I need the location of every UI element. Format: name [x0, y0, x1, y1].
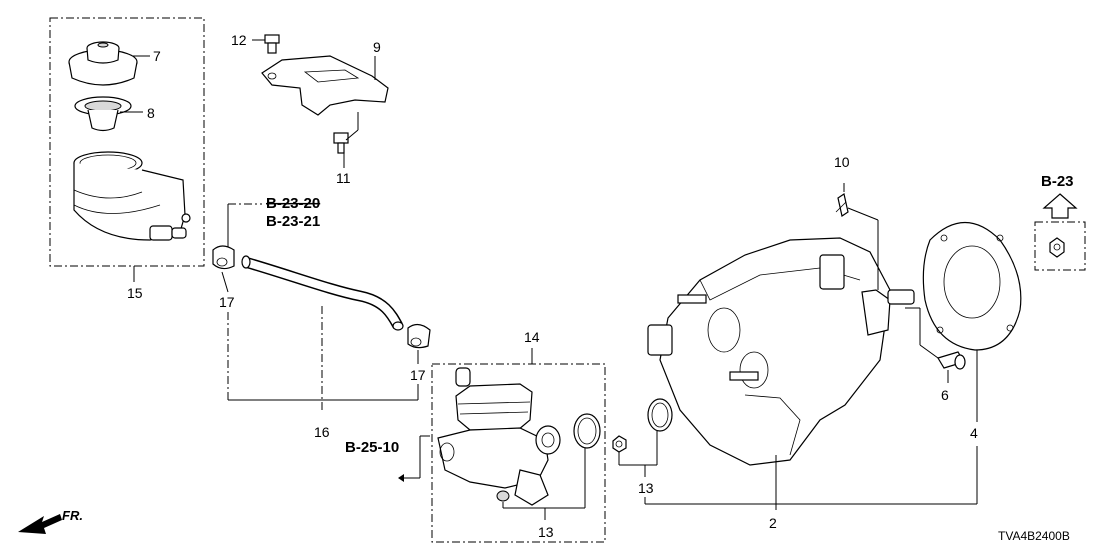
clevis-pin-6: [937, 351, 966, 370]
clip-17-lower: [407, 323, 431, 349]
hose-16: [241, 255, 404, 331]
reference-b-23-20[interactable]: B-23-20: [266, 195, 320, 212]
callout-12: 12: [231, 32, 247, 48]
callout-8: 8: [147, 105, 155, 121]
callout-11: 11: [336, 170, 351, 186]
diagram-part-code: TVA4B2400B: [998, 529, 1070, 543]
bolt-12: [264, 34, 280, 54]
brake-booster: [647, 237, 915, 466]
front-direction-arrow: FR.: [18, 508, 83, 534]
callout-6: 6: [941, 387, 949, 403]
reference-b-23-21[interactable]: B-23-21: [266, 213, 320, 230]
callout-13-lower: 13: [538, 524, 554, 540]
nut-icon: [1049, 237, 1065, 258]
callout-7: 7: [153, 48, 161, 64]
booster-seal: [612, 398, 673, 453]
callout-14: 14: [524, 329, 540, 345]
callout-16: 16: [314, 424, 330, 440]
bolt-11: [333, 132, 349, 154]
callout-4: 4: [970, 425, 978, 441]
reservoir-cap: [68, 41, 138, 86]
b-23-detail-box: [1034, 221, 1086, 271]
clip-17-upper: [212, 245, 235, 270]
reservoir-group: [49, 17, 205, 267]
callout-2: 2: [769, 515, 777, 531]
arrow-up-icon: [1042, 193, 1078, 219]
callout-10: 10: [834, 154, 850, 170]
clip-pin-10: [835, 193, 849, 217]
callout-15: 15: [127, 285, 143, 301]
booster-gasket: [922, 221, 1022, 351]
callout-9: 9: [373, 39, 381, 55]
master-cylinder-group: [431, 363, 606, 543]
reference-b-23[interactable]: B-23: [1041, 173, 1074, 190]
reference-b-25-10[interactable]: B-25-10: [345, 439, 399, 456]
callout-17-lower: 17: [410, 367, 426, 383]
bracket-9: [261, 55, 389, 116]
reservoir-tank: [73, 151, 191, 241]
reservoir-strainer: [74, 96, 132, 132]
front-label: FR.: [62, 508, 83, 523]
callout-17-upper: 17: [219, 294, 235, 310]
callout-13-upper: 13: [638, 480, 654, 496]
